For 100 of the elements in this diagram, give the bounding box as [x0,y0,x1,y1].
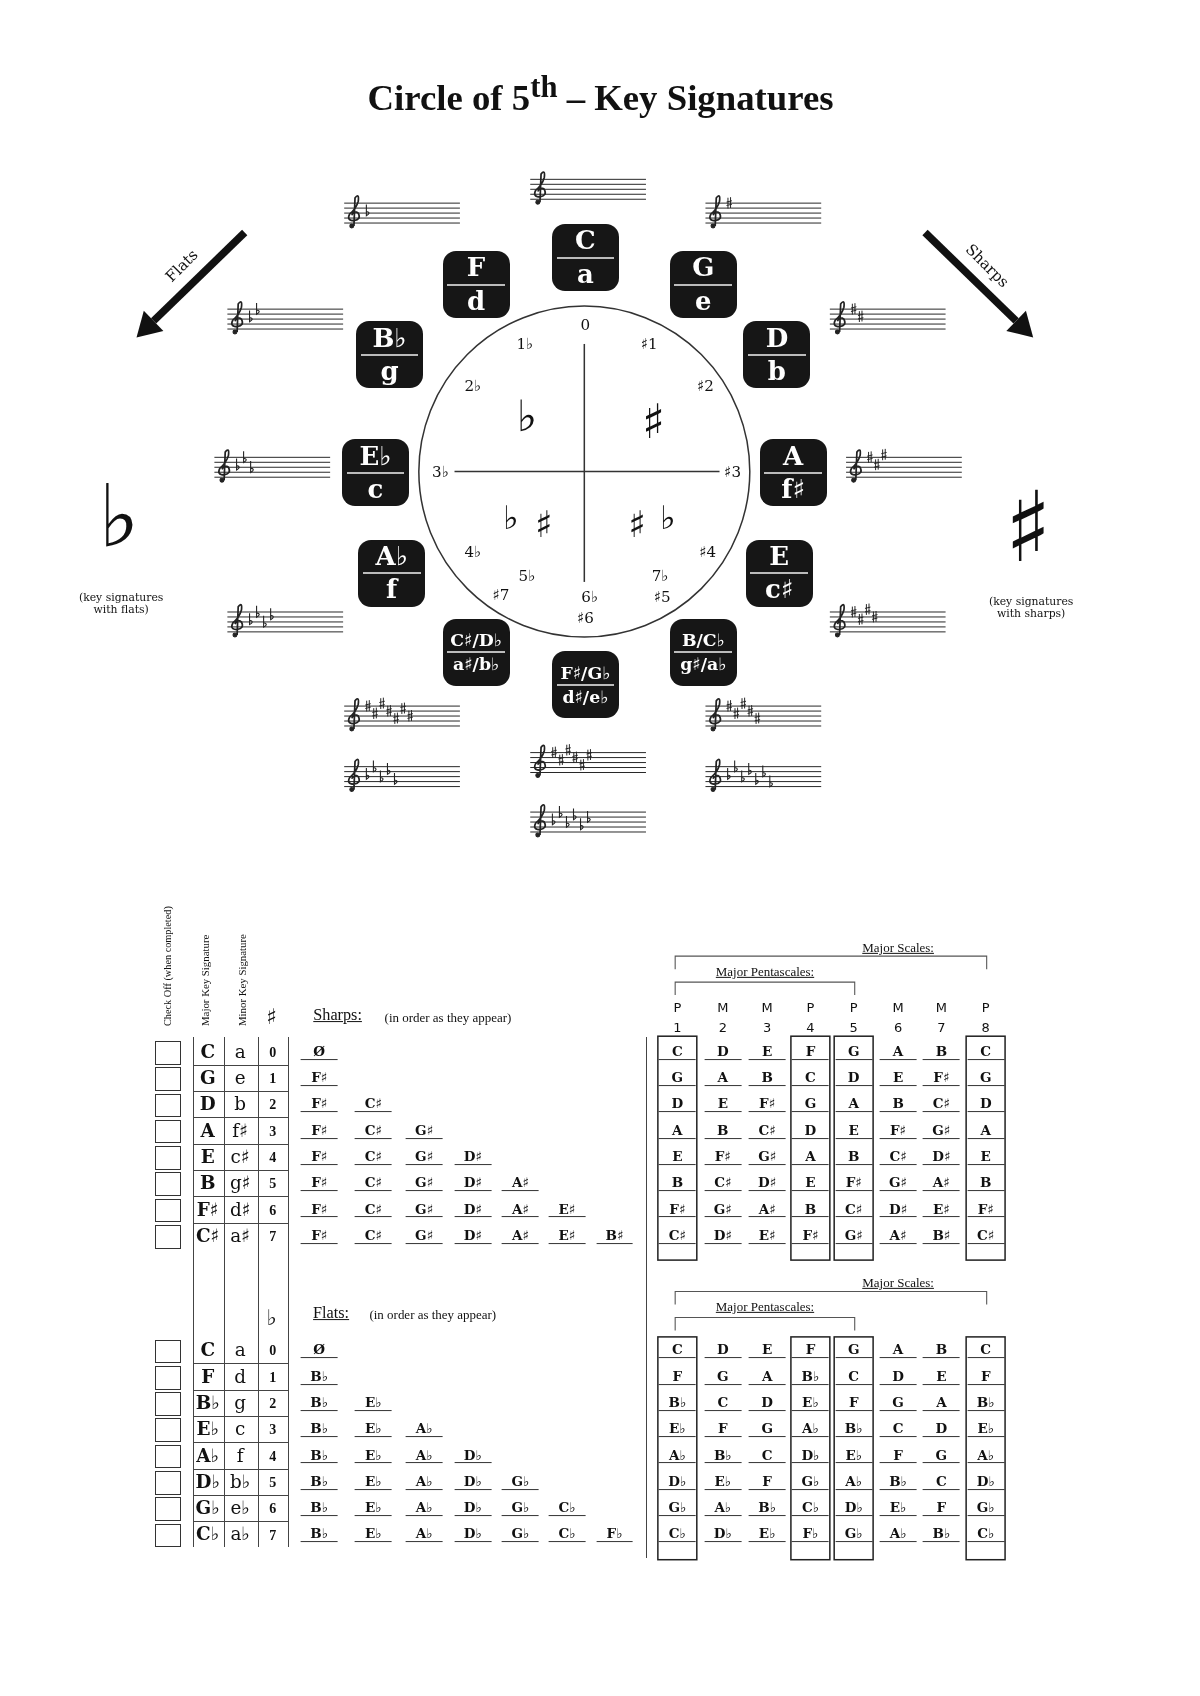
scale-note: D♭ [792,1447,829,1464]
minor-key-label: g [380,357,399,386]
accidental-label: C♯ [354,1096,392,1113]
scale-note: G♭ [658,1500,696,1517]
accidental-label: G♭ [502,1473,539,1490]
scale-note: D [792,1122,829,1139]
major-key-label: F♯/G♭ [560,663,611,682]
accidental-label: C♯ [354,1227,392,1244]
accidental-label: B♭ [300,1473,338,1490]
accidental-count: 2 [269,1396,277,1412]
scale-note: D♯ [748,1175,786,1192]
accidental-label: A♭ [405,1473,443,1490]
sharp-symbol: ♯ [535,504,554,546]
section-heading: Major Scales: [862,940,934,955]
scale-note: B [658,1175,696,1192]
key-box [669,618,737,686]
accidental-count: 4 [269,1448,277,1465]
key-box [745,539,813,607]
scale-note: E♭ [704,1473,742,1490]
minor-key-label: a♯/b♭ [453,655,500,674]
scale-note: A [879,1342,917,1359]
scale-note: D♭ [835,1500,873,1517]
scale-note: C [704,1395,742,1411]
scale-note: B♭ [792,1368,829,1385]
accidental-label: C♭ [548,1526,586,1543]
minor-key-label: a [234,1340,246,1361]
accidental-label: A♭ [405,1421,443,1438]
scale-note: A [835,1096,873,1113]
major-key-label: B♭ [195,1392,220,1414]
column-heading: Major Key Signature [199,934,212,1026]
scale-note: D♯ [704,1227,742,1244]
scale-note: F♯ [879,1122,917,1139]
scale-note: A [967,1122,1005,1139]
key-box [551,651,619,719]
sharp-symbol: ♯ [642,395,666,449]
minor-key-label: e♭ [230,1498,250,1519]
scale-note: A♭ [704,1500,742,1517]
scale-note: A♭ [658,1447,696,1464]
accidental-label: D♭ [454,1526,492,1543]
key-count-label: 1♭ [516,335,534,353]
column-heading: ♯ [266,1005,277,1029]
accidental-label: D♭ [454,1447,492,1464]
title: Circle of 5$^{th}$ – Key Signatures [367,71,834,120]
scale-note: C [658,1043,696,1060]
key-count-label: 7♭ [651,567,669,584]
scale-note: D [835,1070,873,1086]
minor-key-label: f♯ [232,1120,249,1141]
major-key-label: D♭ [195,1471,221,1492]
major-key-label: A [200,1120,215,1141]
accidental-count: 6 [269,1501,277,1517]
scale-note: A♯ [879,1227,917,1244]
scale-note: B♭ [658,1395,696,1411]
scale-note: F♯ [704,1149,742,1165]
accidental-label: G♭ [502,1500,539,1517]
accidental-count: 4 [269,1150,277,1166]
minor-key-label: d [467,287,486,315]
accidental-label: F♭ [596,1526,633,1543]
accidental-label: A♭ [405,1526,443,1543]
scale-note: D [658,1096,696,1113]
scale-note: F♯ [792,1227,829,1244]
caption: (key signatures with sharps) [987,596,1075,620]
flat-symbol: ♭ [98,469,140,565]
scale-note: G♯ [748,1149,786,1165]
accidental-label: A♯ [502,1227,539,1244]
scale-note: C♭ [792,1500,829,1517]
key-count-label: 0 [580,316,591,333]
scale-note: A [879,1043,917,1060]
accidental-count: 0 [269,1343,277,1360]
major-key-label: A [783,442,804,470]
minor-key-label: a♭ [230,1524,250,1545]
scale-note: D [923,1421,960,1438]
accidental-label: A♭ [405,1500,443,1517]
accidental-label: F♯ [300,1070,338,1086]
accidental-label: F♯ [300,1149,338,1165]
accidental-label: F♯ [300,1175,338,1192]
accidental-label: C♯ [354,1175,392,1192]
section-heading: Flats: [313,1304,350,1323]
accidental-count: 0 [269,1045,277,1061]
key-count-label: ♯4 [699,543,717,561]
accidental-count: 6 [269,1202,277,1219]
column-heading: M 2 [716,998,730,1037]
major-key-label: B [200,1173,216,1194]
accidental-label: G♯ [405,1149,443,1165]
minor-key-label: d [234,1366,247,1387]
scale-note: D [967,1096,1005,1113]
scale-note: G [792,1096,829,1113]
scale-note: B [923,1342,960,1359]
key-count-label: ♯3 [724,463,741,481]
accidental-label: G♯ [405,1227,443,1244]
scale-note: B♭ [879,1473,917,1490]
column-heading: M 6 [891,998,905,1037]
accidental-label: D♭ [454,1473,492,1490]
scale-note: F [879,1447,917,1464]
scale-note: G [967,1070,1005,1086]
accidental-label: F♯ [300,1227,338,1244]
scale-note: G♯ [704,1201,742,1218]
scale-note: E♭ [835,1447,873,1464]
minor-key-label: g♯/a♭ [680,655,727,674]
major-key-label: C [200,1340,216,1361]
scale-note: G [658,1070,696,1086]
